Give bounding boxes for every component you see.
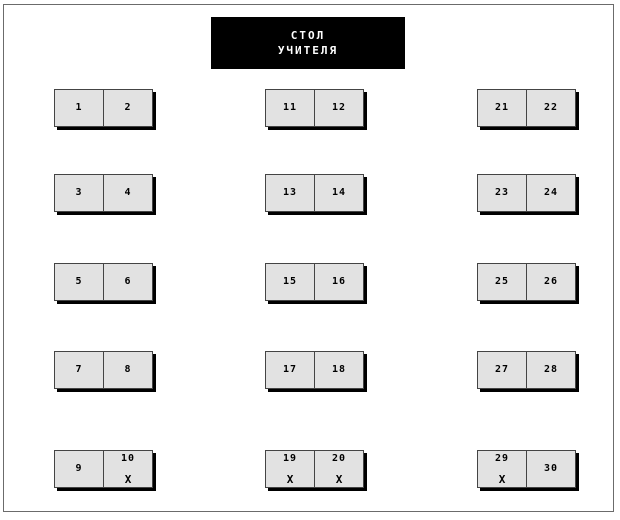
seat[interactable]: 9 (54, 450, 104, 488)
seat-number: 1 (75, 102, 83, 113)
classroom-frame (3, 4, 614, 512)
seat[interactable]: 21 (477, 89, 527, 127)
seat[interactable]: 3 (54, 174, 104, 212)
seat[interactable]: 15 (265, 263, 315, 301)
seat-number: 13 (282, 187, 298, 198)
seat-taken-mark: X (286, 473, 294, 486)
seat-number: 9 (75, 463, 83, 474)
seat-number: 17 (282, 364, 298, 375)
seat-number: 7 (75, 364, 83, 375)
seat-number: 22 (543, 102, 559, 113)
seat[interactable]: 17 (265, 351, 315, 389)
seat-number: 4 (124, 187, 132, 198)
seat-number: 23 (494, 187, 510, 198)
seat-number: 10 (120, 453, 136, 464)
seat-number: 16 (331, 276, 347, 287)
seat[interactable]: 4 (104, 174, 153, 212)
seat[interactable]: 7 (54, 351, 104, 389)
seat[interactable]: 26 (527, 263, 576, 301)
seat-number: 12 (331, 102, 347, 113)
seat[interactable]: 12 (315, 89, 364, 127)
teacher-desk: СТОЛ УЧИТЕЛЯ (211, 17, 405, 69)
seat-number: 15 (282, 276, 298, 287)
seat-number: 14 (331, 187, 347, 198)
seat-number: 27 (494, 364, 510, 375)
seat-number: 28 (543, 364, 559, 375)
seat[interactable]: 13 (265, 174, 315, 212)
seat[interactable]: 22 (527, 89, 576, 127)
seat[interactable]: 6 (104, 263, 153, 301)
seat[interactable]: 18 (315, 351, 364, 389)
seat[interactable]: 2 (104, 89, 153, 127)
seat[interactable]: 11 (265, 89, 315, 127)
teacher-desk-label-line1: СТОЛ (290, 29, 326, 42)
seat[interactable]: 1 (54, 89, 104, 127)
seat[interactable]: 30 (527, 450, 576, 488)
seat-number: 21 (494, 102, 510, 113)
seat-number: 20 (331, 453, 347, 464)
seat[interactable]: 16 (315, 263, 364, 301)
seat[interactable]: 5 (54, 263, 104, 301)
seat[interactable]: 23 (477, 174, 527, 212)
seat-number: 11 (282, 102, 298, 113)
seat-taken-mark: X (124, 473, 132, 486)
seat-number: 24 (543, 187, 559, 198)
seat-number: 8 (124, 364, 132, 375)
seat[interactable]: 28 (527, 351, 576, 389)
seat-number: 18 (331, 364, 347, 375)
seat[interactable]: 14 (315, 174, 364, 212)
seat[interactable]: 8 (104, 351, 153, 389)
seat-number: 5 (75, 276, 83, 287)
teacher-desk-label-line2: УЧИТЕЛЯ (277, 44, 339, 57)
seat[interactable]: 25 (477, 263, 527, 301)
desk: 25 26 (477, 263, 576, 301)
seat-number: 3 (75, 187, 83, 198)
seat-number: 30 (543, 463, 559, 474)
desk: 13 14 (265, 174, 364, 212)
seat-number: 26 (543, 276, 559, 287)
seat-number: 19 (282, 453, 298, 464)
seat-taken-mark: X (335, 473, 343, 486)
desk: 23 24 (477, 174, 576, 212)
seat-number: 2 (124, 102, 132, 113)
desk: 21 22 (477, 89, 576, 127)
seat[interactable]: 24 (527, 174, 576, 212)
seat-number: 25 (494, 276, 510, 287)
seat-number: 6 (124, 276, 132, 287)
desk: 27 28 (477, 351, 576, 389)
seat-number: 29 (494, 453, 510, 464)
seat[interactable]: 27 (477, 351, 527, 389)
seat-taken-mark: X (498, 473, 506, 486)
desk: 11 12 (265, 89, 364, 127)
